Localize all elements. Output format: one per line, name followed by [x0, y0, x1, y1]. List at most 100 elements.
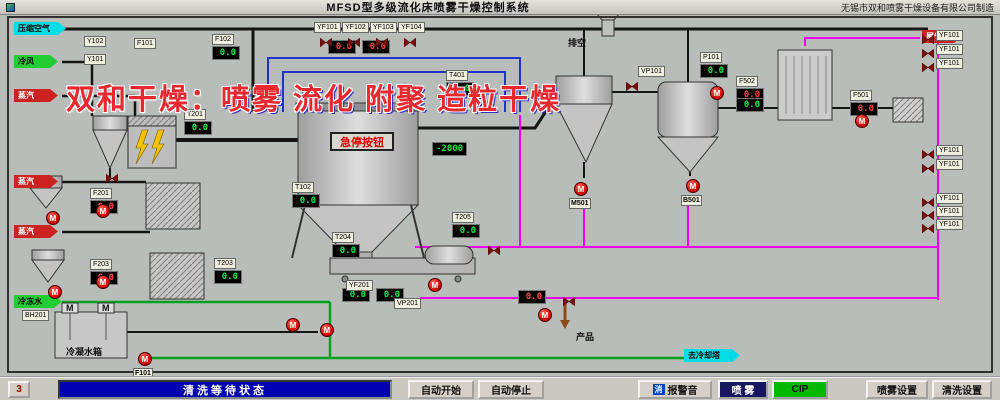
- valve-glyph: [319, 37, 333, 48]
- instrument-value: 0.0: [214, 270, 242, 284]
- feed-cyclone-2: [31, 249, 65, 283]
- valve-icon[interactable]: [921, 31, 935, 45]
- pipes-blue: [267, 57, 521, 112]
- valve-icon[interactable]: [625, 78, 639, 92]
- valve-tag: YF101: [936, 58, 963, 69]
- valve-icon[interactable]: [403, 34, 417, 48]
- right-valve[interactable]: YF101: [921, 219, 963, 234]
- valve-glyph: [375, 37, 389, 48]
- instrument-tag: F501: [850, 90, 872, 101]
- pump-motor[interactable]: M: [46, 211, 60, 225]
- valve-icon[interactable]: [487, 242, 501, 256]
- flow-tag: 压缩空气: [14, 22, 66, 35]
- valve-icon[interactable]: [921, 160, 935, 174]
- diagram-label: 冷凝水箱: [66, 347, 103, 357]
- equipment-tag: YF201: [346, 280, 373, 291]
- pump-motor[interactable]: M: [320, 323, 334, 337]
- valve-tag: YF101: [936, 159, 963, 170]
- mute-alarm-icon: 消: [652, 384, 665, 395]
- instrument-value: 0.0: [332, 244, 360, 258]
- valve-glyph: [105, 173, 119, 184]
- instrument-tag: P101: [700, 52, 723, 63]
- right-valve[interactable]: YF101: [921, 44, 963, 59]
- bottom-button-6[interactable]: 清洗设置: [932, 380, 992, 399]
- pump-motor[interactable]: M: [48, 285, 62, 299]
- right-valve[interactable]: YF101: [921, 206, 963, 221]
- instrument-tag: T205: [452, 212, 474, 223]
- equipment-tag: Y102: [84, 36, 107, 47]
- buffer-vessel: [424, 245, 474, 265]
- flow-tag: 冷风: [14, 55, 58, 68]
- instrument-display: -2000: [432, 142, 468, 156]
- pump-motor[interactable]: M: [855, 114, 869, 128]
- emergency-stop-button[interactable]: 急停按钮: [330, 132, 394, 151]
- air-heater-1: [145, 182, 201, 230]
- cycle-counter[interactable]: 3: [8, 381, 30, 398]
- valve-glyph: [921, 34, 935, 45]
- bottom-button-2[interactable]: 消报警音: [638, 380, 712, 399]
- bottom-button-4[interactable]: CIP: [772, 380, 828, 399]
- pump-motor[interactable]: M: [96, 275, 110, 289]
- valve-glyph: [921, 149, 935, 160]
- pump-motor[interactable]: M: [428, 278, 442, 292]
- bottom-button-3[interactable]: 喷 雾: [718, 380, 768, 399]
- diagram-label: M: [102, 303, 110, 313]
- bottom-bar: 3 清洗等待状态 自动开始自动停止 消报警音 喷 雾 CIP 喷雾设置清洗设置: [0, 376, 1000, 400]
- bag-filter: [892, 97, 924, 123]
- instrument-tag: F502: [736, 76, 758, 87]
- instrument-display: 0.0: [736, 98, 764, 112]
- bottom-button-1[interactable]: 自动停止: [478, 380, 544, 399]
- valve-glyph: [921, 62, 935, 73]
- instrument-value: 0.0: [184, 121, 212, 135]
- valve-icon[interactable]: [921, 207, 935, 221]
- valve-icon[interactable]: [921, 59, 935, 73]
- instrument-tag: T401: [446, 70, 468, 81]
- valve-icon[interactable]: [921, 146, 935, 160]
- bottom-button-5[interactable]: 喷雾设置: [866, 380, 928, 399]
- equipment-tag: F101: [134, 38, 156, 49]
- pump-motor[interactable]: M: [286, 318, 300, 332]
- right-valve[interactable]: YF101: [921, 193, 963, 208]
- valve-glyph: [625, 81, 639, 92]
- valve-icon[interactable]: [375, 34, 389, 48]
- instrument-value: 0.0: [700, 64, 728, 78]
- valve-icon[interactable]: [562, 293, 576, 307]
- right-valve[interactable]: YF101: [921, 159, 963, 174]
- pump-motor[interactable]: M: [538, 308, 552, 322]
- equipment-tag: YF101: [314, 22, 341, 33]
- valve-glyph: [487, 245, 501, 256]
- right-valve[interactable]: YF101: [921, 58, 963, 73]
- valve-icon[interactable]: [921, 220, 935, 234]
- valve-tag: YF101: [936, 219, 963, 230]
- diagram-label: M: [66, 303, 74, 313]
- right-valve[interactable]: YF101: [921, 30, 963, 45]
- equipment-tag: Y101: [84, 54, 107, 65]
- valve-icon[interactable]: [319, 34, 333, 48]
- esp-filter: [127, 115, 177, 169]
- valve-glyph: [921, 210, 935, 221]
- flow-tag: 蒸汽: [14, 175, 58, 188]
- instrument-value: 0.0: [446, 82, 474, 96]
- equipment-tag: VP101: [638, 66, 666, 77]
- valve-icon[interactable]: [347, 34, 361, 48]
- bottom-button-0[interactable]: 自动开始: [408, 380, 474, 399]
- status-bar: 清洗等待状态: [58, 380, 392, 399]
- button-label: 喷 雾: [731, 386, 755, 397]
- flow-tag: 去冷却塔: [684, 349, 740, 362]
- instrument-value: 0.0: [518, 290, 546, 304]
- valve-icon[interactable]: [921, 194, 935, 208]
- pump-motor[interactable]: M: [96, 204, 110, 218]
- pump-motor[interactable]: M: [710, 86, 724, 100]
- instrument-value: 0.0: [736, 98, 764, 112]
- valve-icon[interactable]: [105, 170, 119, 184]
- valve-icon[interactable]: [921, 45, 935, 59]
- right-valve[interactable]: YF101: [921, 145, 963, 160]
